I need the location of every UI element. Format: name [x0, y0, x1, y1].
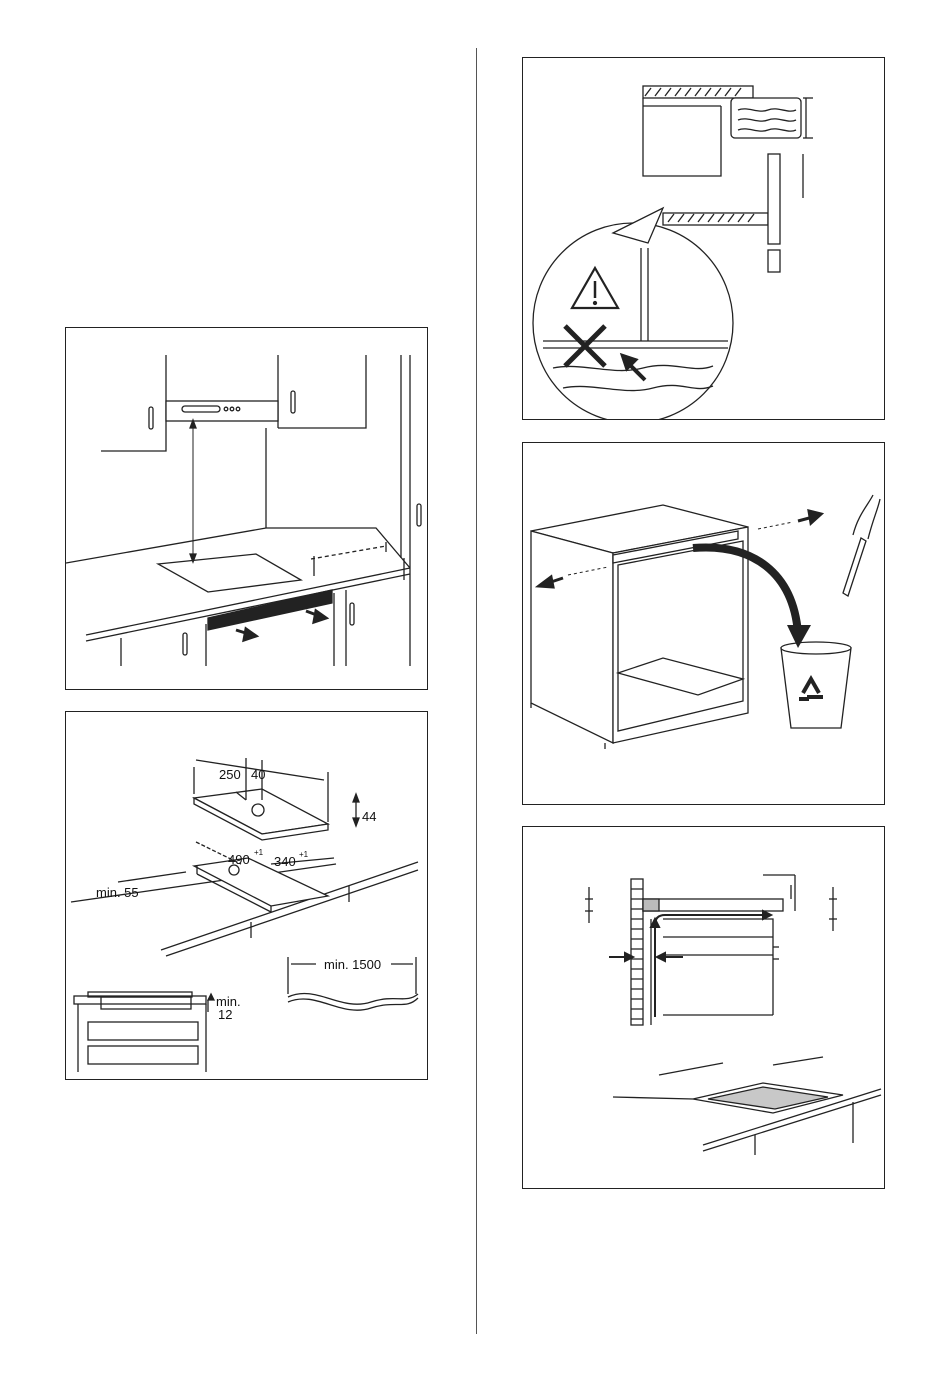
label-min-12: 12 [218, 1008, 232, 1022]
panel-ventilation [522, 826, 885, 1189]
label-width-250: 250 [219, 768, 241, 782]
panel-hood-clearance [65, 327, 428, 690]
label-depth-44: 44 [362, 810, 376, 824]
label-cutout-340: 340 [274, 855, 296, 869]
panel-cutout-dimensions: 250 40 44 490 +1 340 +1 min. 55 min. 150… [65, 711, 428, 1080]
label-cutout-490: 490 [228, 853, 250, 867]
hazard-warning-illustration [523, 58, 885, 420]
label-width-40: 40 [251, 768, 265, 782]
label-cutout-490-tolerance: +1 [254, 848, 263, 857]
label-min-1500: min. 1500 [324, 958, 381, 972]
hood-clearance-illustration [66, 328, 428, 690]
label-cutout-340-tolerance: +1 [299, 850, 308, 859]
label-min-55: min. 55 [96, 886, 139, 900]
page-column-divider [476, 48, 477, 1334]
ventilation-illustration [523, 827, 885, 1189]
panel-remove-crossbar [522, 442, 885, 805]
panel-hazard-warning [522, 57, 885, 420]
remove-crossbar-illustration [523, 443, 885, 805]
